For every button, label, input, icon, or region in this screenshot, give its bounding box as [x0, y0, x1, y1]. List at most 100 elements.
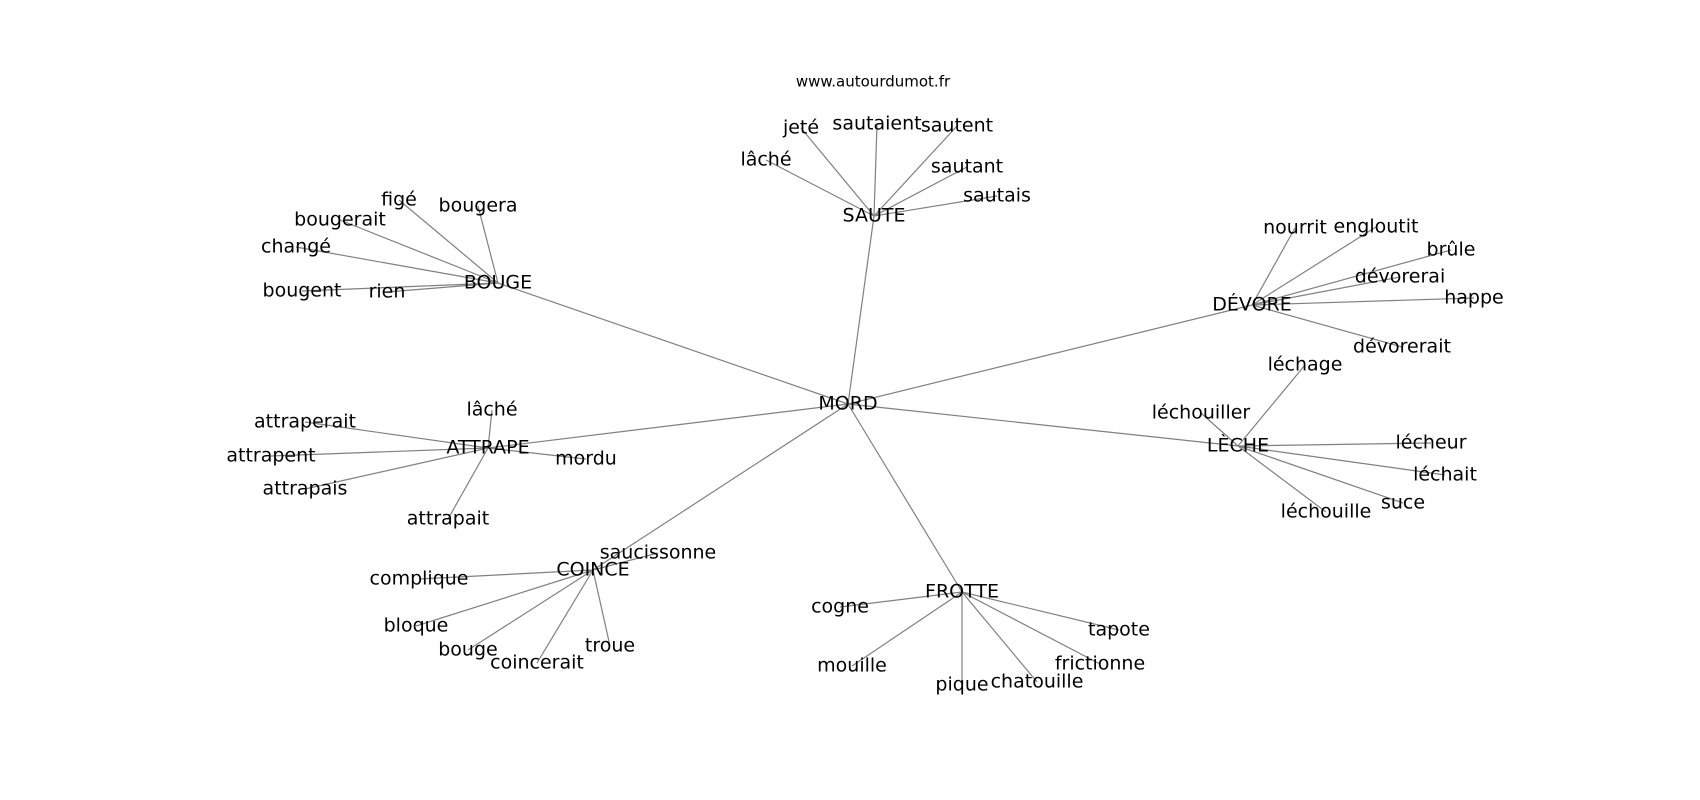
- leaf-node: attrapent: [226, 445, 315, 467]
- edge-hub-to-leaf: [1251, 226, 1377, 306]
- hub-node: LÈCHE: [1207, 434, 1269, 457]
- edge-hub-to-leaf: [873, 195, 998, 217]
- leaf-node: chatouille: [991, 671, 1084, 693]
- leaf-node: changé: [261, 236, 331, 258]
- edge-hub-to-leaf: [304, 421, 489, 449]
- leaf-node: sautant: [931, 156, 1003, 178]
- edge-hub-to-leaf: [961, 591, 1120, 631]
- leaf-node: attrapais: [263, 478, 348, 500]
- leaf-node: mouille: [817, 655, 887, 677]
- leaf-node: happe: [1444, 287, 1504, 309]
- leaf-node: tapote: [1088, 619, 1150, 641]
- edge-hub-to-leaf: [1237, 445, 1404, 504]
- leaf-node: sautais: [963, 185, 1031, 207]
- edge-hub-to-leaf: [1200, 412, 1239, 447]
- edge-hub-to-leaf: [487, 409, 493, 449]
- edge-hub-to-leaf: [304, 447, 489, 490]
- edge-hub-to-leaf: [415, 569, 594, 627]
- hub-node: FROTTE: [925, 581, 999, 603]
- leaf-node: saucissonne: [600, 542, 717, 564]
- leaf-node: bougera: [439, 195, 518, 217]
- leaf-node: suce: [1381, 492, 1425, 514]
- leaf-node: bloque: [384, 615, 449, 637]
- edge-hub-to-leaf: [592, 569, 611, 647]
- edge-hub-to-leaf: [487, 447, 587, 460]
- leaf-node: lâché: [740, 149, 791, 171]
- hub-node: ATTRAPE: [446, 437, 529, 459]
- hub-node: SAUTE: [843, 205, 906, 227]
- edge-hub-to-leaf: [961, 591, 1101, 665]
- leaf-node: pique: [935, 674, 988, 696]
- edge-hub-to-leaf: [1237, 442, 1432, 447]
- edge-hub-to-leaf: [851, 591, 963, 667]
- edge-hub-to-leaf: [1251, 297, 1475, 306]
- leaf-node: coincerait: [490, 652, 584, 674]
- edge-hub-to-leaf: [536, 569, 594, 664]
- edge-center-to-hub: [847, 215, 875, 405]
- edge-hub-to-leaf: [765, 159, 875, 217]
- hub-node: BOUGE: [464, 272, 532, 294]
- edge-hub-to-leaf: [839, 591, 963, 608]
- leaf-node: dévorerai: [1355, 266, 1445, 288]
- edge-hub-to-leaf: [961, 591, 1038, 683]
- hub-node: DÉVORE: [1212, 293, 1291, 316]
- edge-center-to-hub: [847, 403, 963, 593]
- edge-center-to-hub: [487, 403, 849, 449]
- edge-hub-to-leaf: [1237, 364, 1306, 447]
- edge-hub-to-leaf: [386, 282, 499, 293]
- leaf-node: brûle: [1427, 239, 1476, 261]
- leaf-node: attraperait: [254, 411, 356, 433]
- edge-hub-to-leaf: [1251, 304, 1403, 348]
- edge-hub-to-leaf: [1251, 249, 1452, 306]
- edge-hub-to-leaf: [477, 205, 499, 284]
- leaf-node: bougerait: [294, 209, 386, 231]
- edge-hub-to-leaf: [1237, 445, 1446, 476]
- edge-hub-to-leaf: [1251, 276, 1401, 306]
- edge-hub-to-leaf: [467, 569, 594, 651]
- graph-edges: [270, 123, 1475, 685]
- edge-hub-to-leaf: [301, 282, 499, 292]
- leaf-node: léchouille: [1281, 501, 1372, 523]
- leaf-node: sautent: [921, 115, 993, 137]
- hub-node: COINCE: [556, 559, 629, 581]
- leaf-node: figé: [381, 189, 417, 211]
- leaf-node: rien: [369, 281, 406, 303]
- edge-hub-to-leaf: [873, 123, 878, 217]
- leaf-node: cogne: [811, 596, 869, 618]
- leaf-node: sautaient: [832, 113, 921, 135]
- leaf-node: troue: [585, 635, 635, 657]
- edge-hub-to-leaf: [1251, 227, 1296, 306]
- edge-hub-to-leaf: [418, 569, 594, 580]
- edge-center-to-hub: [847, 304, 1253, 405]
- leaf-node: complique: [370, 568, 469, 590]
- edge-hub-to-leaf: [873, 166, 968, 217]
- edge-hub-to-leaf: [339, 219, 499, 284]
- leaf-node: attrapait: [407, 508, 489, 530]
- leaf-node: bouge: [438, 639, 497, 661]
- edge-center-to-hub: [592, 403, 849, 571]
- leaf-node: lécheur: [1396, 432, 1467, 454]
- leaf-node: mordu: [555, 448, 617, 470]
- leaf-node: bougent: [263, 280, 342, 302]
- leaf-node: lâché: [466, 399, 517, 421]
- leaf-node: dévorerait: [1353, 336, 1451, 358]
- leaf-node: frictionne: [1055, 653, 1145, 675]
- site-label: www.autourdumot.fr: [796, 73, 951, 91]
- leaf-node: léchait: [1413, 464, 1477, 486]
- edge-hub-to-leaf: [295, 246, 499, 284]
- edge-hub-to-leaf: [592, 552, 659, 571]
- edge-hub-to-leaf: [398, 199, 499, 284]
- edge-hub-to-leaf: [800, 127, 875, 217]
- leaf-node: engloutit: [1334, 216, 1419, 238]
- leaf-node: léchouiller: [1152, 402, 1251, 424]
- edge-hub-to-leaf: [270, 447, 489, 457]
- edge-center-to-hub: [847, 403, 1239, 447]
- edge-hub-to-leaf: [1237, 445, 1327, 513]
- center-node: MORD: [818, 393, 877, 415]
- leaf-node: léchage: [1268, 354, 1343, 376]
- edge-center-to-hub: [497, 282, 849, 405]
- edge-hub-to-leaf: [447, 447, 489, 520]
- edge-hub-to-leaf: [873, 125, 958, 217]
